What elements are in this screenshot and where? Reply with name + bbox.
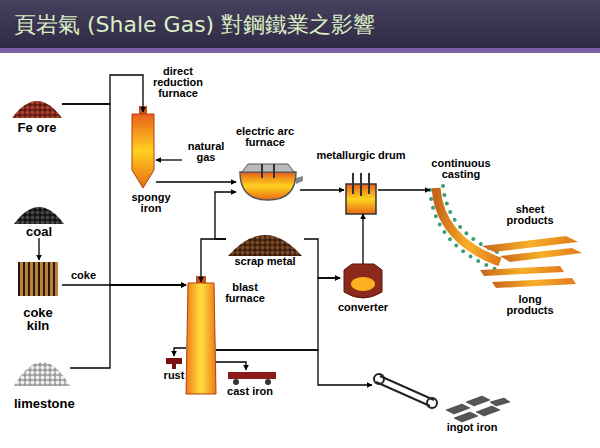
flow-arrow: [62, 104, 186, 285]
ingot-conveyor: [374, 374, 437, 408]
process-node: direct reduction furnace: [130, 112, 156, 188]
rust-symbol: [166, 358, 182, 369]
continuous-casting-symbol: [430, 186, 502, 270]
flow-arrow: [300, 189, 344, 190]
process-node: scrap metal: [226, 222, 304, 256]
node-label: direct reduction furnace: [146, 66, 210, 99]
process-node: rust: [162, 356, 186, 368]
flow-arrow: [38, 238, 39, 260]
metallurgic-drum-symbol: [346, 173, 376, 214]
title-stripe: [0, 48, 600, 53]
node-label: scrap metal: [226, 256, 304, 267]
process-node: electric arc furnace: [236, 160, 300, 200]
node-label: continuous casting: [426, 158, 496, 180]
process-node: cast iron: [222, 370, 278, 384]
process-node: Fe ore: [12, 92, 62, 134]
node-label: limestone: [14, 397, 70, 410]
node-label: cast iron: [215, 386, 285, 397]
process-node: natural gas: [182, 138, 230, 166]
flow-arrow: [216, 278, 340, 350]
flow-arrow: [216, 350, 372, 385]
node-label: blast furnace: [220, 282, 270, 304]
node-label: Fe ore: [12, 121, 62, 134]
node-label: converter: [324, 302, 402, 313]
flow-arrow: [215, 192, 236, 239]
process-node: continuous casting: [430, 186, 500, 266]
process-node: long products: [478, 264, 578, 292]
process-node: converter: [340, 264, 386, 300]
flow-arrow: [156, 181, 236, 182]
node-label: rust: [154, 370, 194, 381]
process-node: metallurgic drum: [344, 172, 378, 214]
node-label: long products: [500, 294, 560, 316]
direct-reduction-furnace-symbol: [132, 106, 154, 188]
process-node: coke kiln: [14, 260, 62, 332]
title-bar: [0, 0, 600, 48]
edge-label: spongy iron: [124, 192, 178, 214]
flow-arrow: [216, 362, 246, 370]
fe-ore-pile: [12, 101, 62, 118]
node-label: electric arc furnace: [232, 126, 298, 148]
node-label: ingot iron: [432, 422, 512, 433]
coal-pile: [14, 207, 64, 224]
flow-arrow: [62, 75, 143, 112]
coke-kiln-symbol: [18, 262, 58, 296]
ingot-pile: [446, 396, 510, 422]
node-label: natural gas: [182, 141, 230, 163]
flow-arrow: [174, 348, 186, 356]
limestone-pile: [14, 362, 70, 386]
process-node: limestone: [14, 342, 70, 410]
edge-label: coke: [70, 270, 97, 281]
converter-symbol: [344, 264, 382, 298]
flow-arrow: [70, 285, 186, 368]
flow-arrow: [156, 159, 182, 160]
node-label: coke kiln: [14, 306, 62, 332]
page-title: 頁岩氣 (Shale Gas) 對鋼鐵業之影響: [14, 8, 375, 42]
process-node: sheet products: [480, 230, 580, 258]
node-label: metallurgic drum: [311, 150, 411, 161]
process-node: coal: [14, 192, 64, 238]
flow-arrow: [304, 239, 340, 278]
scrap-pile: [228, 235, 302, 256]
process-node: blast furnace: [186, 282, 216, 394]
flow-arrow: [362, 214, 363, 264]
electric-arc-furnace-symbol: [240, 164, 303, 200]
flow-arrow: [378, 189, 430, 190]
flow-arrow: [201, 239, 226, 282]
cast-iron-cart: [228, 372, 276, 385]
long-products-symbol: [480, 266, 576, 288]
process-node: ingot iron: [372, 370, 512, 420]
blast-furnace-symbol: [186, 276, 216, 394]
node-label: coal: [14, 225, 64, 238]
node-label: sheet products: [500, 204, 560, 226]
sheet-products-symbol: [482, 236, 582, 262]
